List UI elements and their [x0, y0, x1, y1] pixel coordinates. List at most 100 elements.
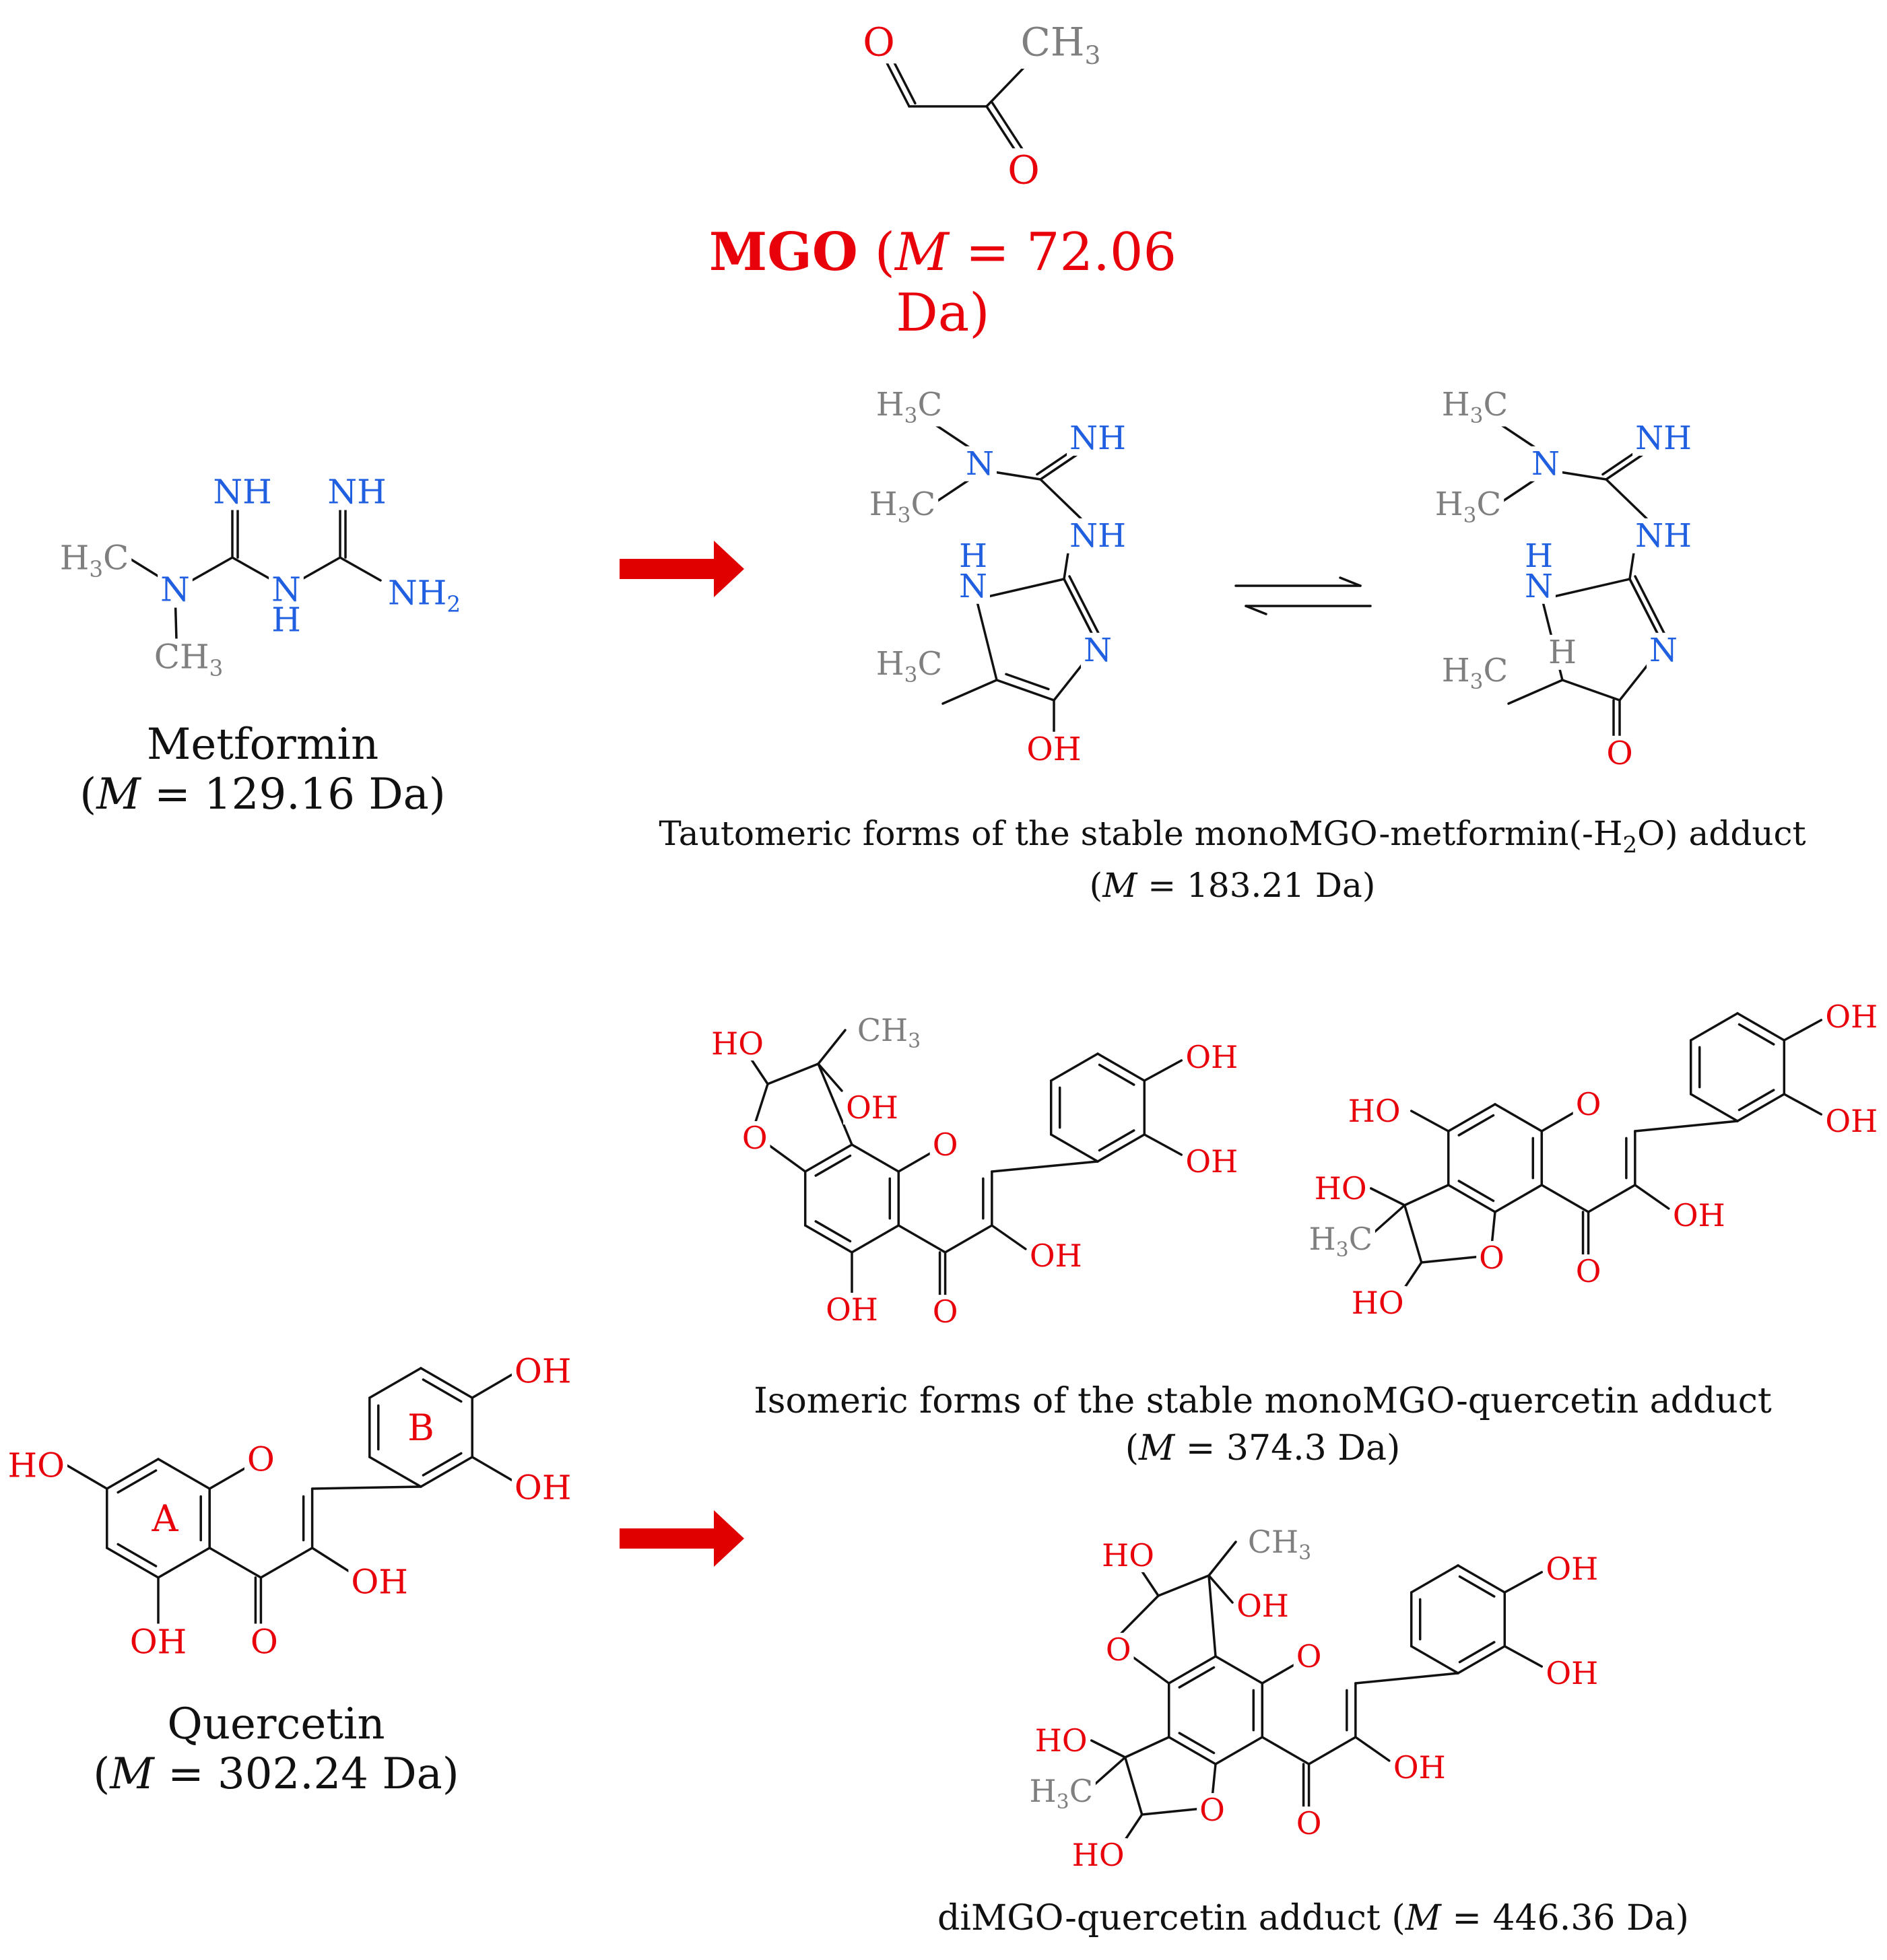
quercetin-5-oh: OH [130, 1623, 187, 1662]
atom-label-backing [1572, 1087, 1604, 1122]
reaction-arrow-quercetin [620, 1510, 744, 1567]
bond [1372, 1204, 1406, 1234]
atom-label-backing [1543, 1552, 1601, 1586]
bond [1403, 1204, 1423, 1264]
mono2-c-oh: HO [1315, 1170, 1367, 1207]
bond [106, 1458, 160, 1490]
bond [157, 1458, 211, 1490]
adduct-ring-cn [1068, 575, 1104, 644]
mono2-3p-oh: OH [1825, 1103, 1878, 1139]
ring-a-label: A [152, 1497, 179, 1540]
mono1-ring-o: O [933, 1126, 958, 1163]
bond [1157, 1574, 1210, 1597]
bond [420, 1456, 473, 1488]
mgo-caption: MGO (M = 72.06 Da) [708, 222, 1177, 343]
atom-label-backing [1102, 1633, 1134, 1667]
atom-label-backing [1543, 1656, 1601, 1691]
bond [310, 1485, 422, 1490]
atom-label-backing [1669, 1198, 1728, 1233]
di-3-oh: OH [1393, 1749, 1446, 1786]
aromatic-bond [1457, 1180, 1495, 1203]
bond [991, 1160, 1099, 1173]
bond [1410, 1110, 1450, 1133]
bond [1561, 679, 1621, 702]
mono2-ring-o: O [1576, 1086, 1601, 1122]
bond [1167, 1655, 1217, 1685]
atom-label-backing [1438, 386, 1511, 427]
bond [1494, 1184, 1544, 1213]
bond [803, 1224, 853, 1254]
atom-label-backing [1822, 1104, 1881, 1139]
bond [766, 1143, 807, 1173]
atom-label-backing [1026, 1774, 1096, 1813]
atom-label-backing [1311, 1172, 1370, 1206]
quercetin-7-oh: HO [7, 1446, 65, 1485]
bond [941, 679, 998, 705]
adduct-methyl-2: H3C [869, 485, 935, 528]
aromatic-bond [1178, 1732, 1216, 1755]
atom-label-backing [1024, 731, 1084, 767]
quercetin-3-oh: OH [351, 1563, 408, 1602]
atom-label-backing [1603, 735, 1636, 771]
atom-label-backing [873, 386, 946, 427]
bond [191, 556, 234, 582]
bond [1587, 1184, 1636, 1213]
bond [1494, 1103, 1544, 1133]
bond [310, 1547, 351, 1573]
aromatic-bond [422, 1452, 463, 1477]
di-bottom-furan-oh: HO [1072, 1837, 1125, 1873]
bond [1167, 1736, 1217, 1765]
bond [1354, 1736, 1391, 1762]
quercetin-4p-oh: OH [515, 1352, 572, 1391]
atom-label-backing [1348, 1286, 1407, 1320]
bond [1123, 1736, 1170, 1759]
bond [1447, 1184, 1496, 1213]
di-ring-o: O [1296, 1638, 1322, 1675]
atom-label-backing [708, 1027, 766, 1061]
bond [897, 1224, 947, 1254]
adduct-methyl-3: H3C [1442, 652, 1508, 694]
adduct-methyl-3: H3C [876, 645, 942, 687]
bond [1605, 478, 1648, 520]
aromatic-bond [117, 1469, 158, 1494]
aromatic-bond [1457, 1114, 1495, 1137]
bond [851, 1143, 900, 1173]
atom-label-backing [1293, 1806, 1325, 1841]
bond [1143, 1133, 1183, 1156]
bond [1503, 1645, 1544, 1668]
mgo-aldehyde-o: O [863, 19, 895, 65]
atom-label-backing [1632, 518, 1694, 553]
mgo-methyl: CH3 [1021, 19, 1101, 70]
mono1-furan-oh: HO [711, 1025, 764, 1062]
metformin-amine: NH2 [388, 574, 461, 617]
metformin-imine-2: NH [327, 473, 386, 512]
atom-label-backing [1632, 420, 1694, 456]
adduct-ring-cn [1634, 575, 1670, 644]
bond [1049, 1133, 1099, 1163]
bond [1783, 1093, 1823, 1116]
bond [471, 1373, 514, 1399]
bond [1039, 478, 1082, 520]
mono1-4p-oh: OH [1185, 1039, 1238, 1075]
bond [157, 1547, 211, 1579]
bond [817, 1029, 847, 1065]
mono-adduct-title: Isomeric forms of the stable monoMGO-que… [754, 1381, 1772, 1421]
bond [1541, 578, 1631, 601]
adduct-keto-o: O [1606, 735, 1632, 772]
bond [106, 1547, 160, 1579]
atom-label-backing [1234, 1589, 1292, 1623]
bond [298, 556, 341, 582]
bond [1457, 1645, 1507, 1675]
bond [1736, 1012, 1786, 1042]
adduct-ring-n2: N [1084, 632, 1112, 669]
metformin-methyl-2: CH3 [154, 638, 224, 681]
bond [975, 578, 1065, 601]
atom-label-backing [158, 571, 193, 608]
bond [1207, 1541, 1237, 1577]
atom-label-backing [1032, 1724, 1090, 1758]
bond [1403, 1184, 1450, 1207]
atom-label-backing [1476, 1241, 1507, 1275]
bond [1689, 1093, 1739, 1122]
bond [1130, 1655, 1170, 1685]
metformin-adduct-title: Tautomeric forms of the stable monoMGO-m… [659, 814, 1806, 858]
